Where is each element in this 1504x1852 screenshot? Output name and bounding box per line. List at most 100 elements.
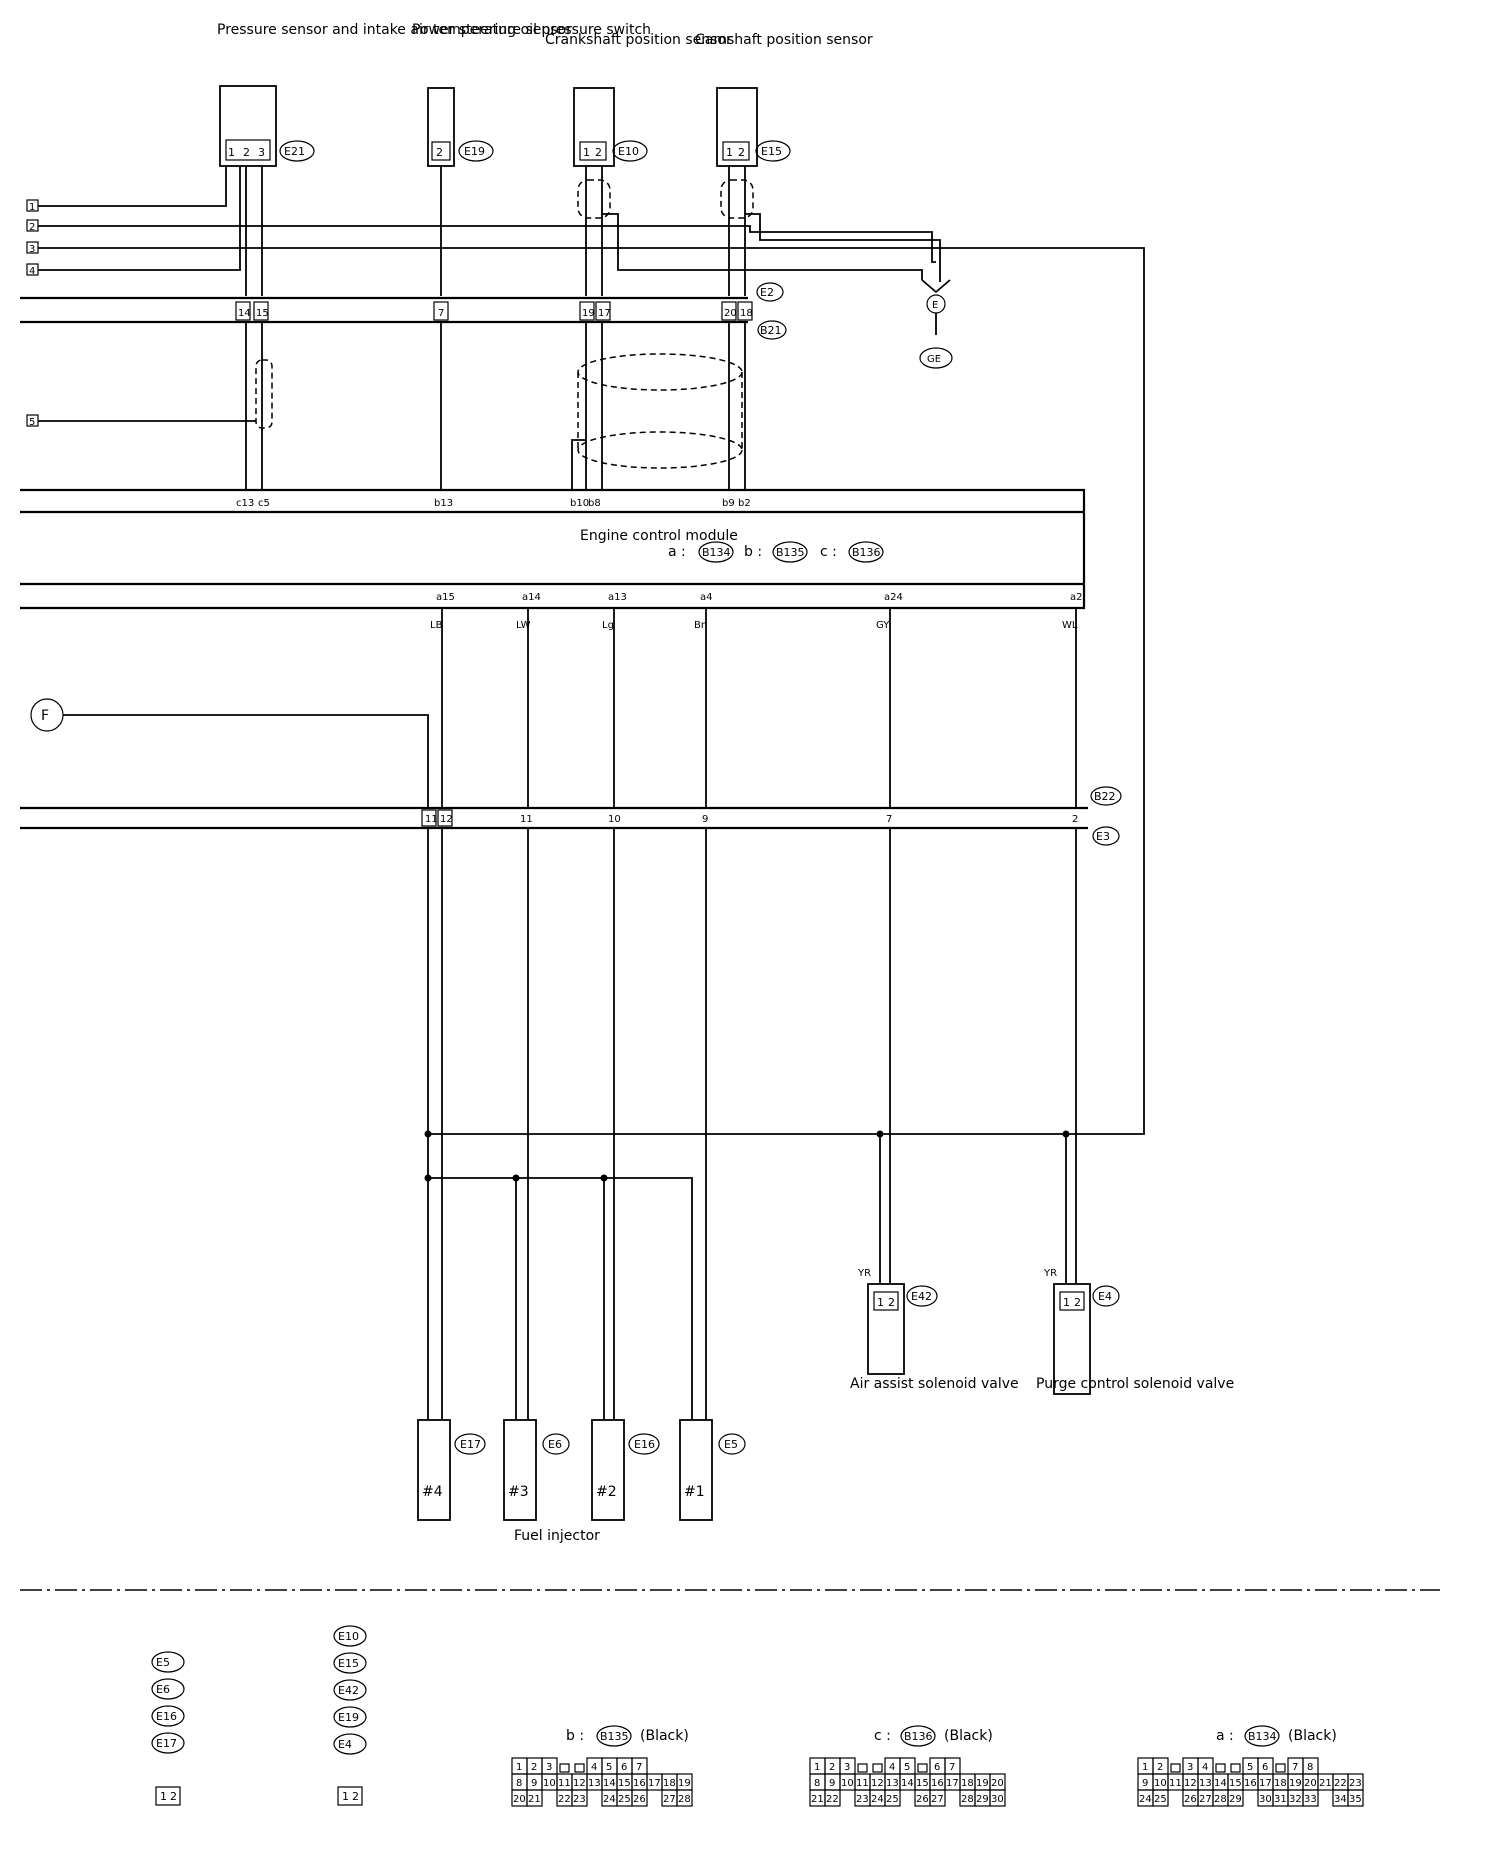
legend-id-oval	[151, 1732, 185, 1754]
engine-control-module: c13 c5 b13 b10 b8 b9 b2 Engine control m…	[20, 488, 1086, 610]
two-pin-connector-icon	[155, 1786, 181, 1806]
connector-pin-number: 5	[1247, 1762, 1253, 1773]
connector-pin-number: 18	[1274, 1778, 1287, 1789]
connector-pin-number: 21	[1319, 1778, 1332, 1789]
svg-text:2: 2	[888, 1296, 895, 1309]
connector-pin-number: 22	[1334, 1778, 1347, 1789]
svg-text:c5: c5	[258, 498, 270, 509]
connector-pin-number: 15	[618, 1778, 631, 1789]
connector-pin-number: 32	[1289, 1794, 1302, 1805]
legend-id-oval	[151, 1651, 185, 1673]
connector-pin-number: 8	[516, 1778, 522, 1789]
connector-pin-number: 3	[844, 1762, 850, 1773]
svg-text:1: 1	[726, 146, 733, 159]
connector-pin-number: 5	[606, 1762, 612, 1773]
svg-text:15: 15	[256, 308, 269, 319]
connector-pin-number: 11	[856, 1778, 869, 1789]
connector-pin-number: 10	[841, 1778, 854, 1789]
connector-pin-cell	[929, 1789, 946, 1807]
connector-pin-cell	[526, 1789, 543, 1807]
connector-pin-number: 3	[546, 1762, 552, 1773]
connector-pin-number: 25	[618, 1794, 631, 1805]
connector-pin-number: 18	[663, 1778, 676, 1789]
svg-text:b :: b :	[744, 544, 762, 560]
svg-text:a15: a15	[436, 592, 455, 603]
connector-pin-number: 12	[871, 1778, 884, 1789]
svg-text:E3: E3	[1096, 830, 1110, 843]
e15-title: Camshaft position sensor	[695, 32, 873, 48]
svg-text:c :: c :	[874, 1728, 891, 1744]
connector-pin-number: 35	[1349, 1794, 1362, 1805]
svg-text:F: F	[41, 708, 49, 724]
connector-pin-number: 12	[1184, 1778, 1197, 1789]
connector-pin-number: 25	[1154, 1794, 1167, 1805]
connector-pin-number: 19	[678, 1778, 691, 1789]
connector-pin-number: 2	[531, 1762, 537, 1773]
connector-pin-number: 22	[826, 1794, 839, 1805]
svg-text:Air assist solenoid valve: Air assist solenoid valve	[850, 1376, 1019, 1392]
connector-key	[917, 1763, 928, 1773]
svg-text:2: 2	[1072, 814, 1078, 825]
connector-key	[1170, 1763, 1181, 1773]
connector-pin-number: 11	[1169, 1778, 1182, 1789]
connector-pin-number: 23	[573, 1794, 586, 1805]
svg-text:LB: LB	[430, 620, 443, 631]
svg-text:1: 1	[29, 202, 35, 213]
svg-text:B134: B134	[1248, 1730, 1277, 1743]
svg-text:1: 1	[583, 146, 590, 159]
connector-pin-number: 9	[829, 1778, 835, 1789]
connector-band-e2-b21: 14 15 7 19 17 20 18 E2 B21	[20, 282, 787, 340]
e21-title: Pressure sensor and intake air temperatu…	[217, 22, 572, 38]
connector-pin-number: 29	[1229, 1794, 1242, 1805]
svg-text:E42: E42	[911, 1290, 932, 1303]
connector-pin-number: 19	[976, 1778, 989, 1789]
connector-pin-label: 2	[170, 1790, 177, 1803]
legend-id-label: E6	[156, 1683, 170, 1696]
sensor-e15: 1 2 E15	[716, 87, 791, 167]
connector-pin-number: 14	[603, 1778, 616, 1789]
connector-pin-number: 1	[814, 1762, 820, 1773]
legend-id-label: E16	[156, 1710, 177, 1723]
connector-pin-number: 10	[543, 1778, 556, 1789]
connector-pin-number: 13	[1199, 1778, 1212, 1789]
svg-text:B135: B135	[600, 1730, 629, 1743]
e19-title: Power steering oil pressure switch	[412, 22, 651, 38]
svg-text:B134: B134	[702, 546, 731, 559]
svg-text:E15: E15	[761, 145, 782, 158]
connector-pin-cell	[1227, 1789, 1244, 1807]
svg-text:19: 19	[582, 308, 595, 319]
connector-pin-number: 4	[591, 1762, 597, 1773]
legend-id-label: E5	[156, 1656, 170, 1669]
connector-pin-label: 2	[352, 1790, 359, 1803]
connector-pin-number: 2	[1157, 1762, 1163, 1773]
connector-pin-number: 6	[621, 1762, 627, 1773]
svg-text:B136: B136	[904, 1730, 933, 1743]
legend-id-label: E19	[338, 1711, 359, 1724]
svg-text:b9: b9	[722, 498, 735, 509]
connector-pin-cell	[631, 1789, 648, 1807]
connector-pin-number: 4	[1202, 1762, 1208, 1773]
legend-id-label: E10	[338, 1630, 359, 1643]
svg-text:b2: b2	[738, 498, 751, 509]
e10-title: Crankshaft position sensor	[545, 32, 732, 48]
svg-text:E10: E10	[618, 145, 639, 158]
connector-pin-number: 34	[1334, 1794, 1347, 1805]
svg-text:#2: #2	[596, 1484, 617, 1500]
svg-text:2: 2	[595, 146, 602, 159]
legend-id-label: E15	[338, 1657, 359, 1670]
svg-text:GE: GE	[927, 354, 941, 365]
legend-id-oval	[151, 1705, 185, 1727]
connector-pin-number: 14	[901, 1778, 914, 1789]
connector-pin-number: 27	[1199, 1794, 1212, 1805]
connector-pin-number: 24	[871, 1794, 884, 1805]
connector-pin-number: 28	[961, 1794, 974, 1805]
svg-text:7: 7	[438, 308, 444, 319]
legend-id-label: E17	[156, 1737, 177, 1750]
solenoid-e4: 1 2 E4 YR Purge control solenoid valve	[1036, 1268, 1234, 1395]
connector-key	[574, 1763, 585, 1773]
legend-id-oval	[333, 1625, 367, 1647]
legend-id-oval	[333, 1679, 367, 1701]
mid-wires	[38, 322, 746, 490]
lower-wires	[424, 828, 1077, 1420]
